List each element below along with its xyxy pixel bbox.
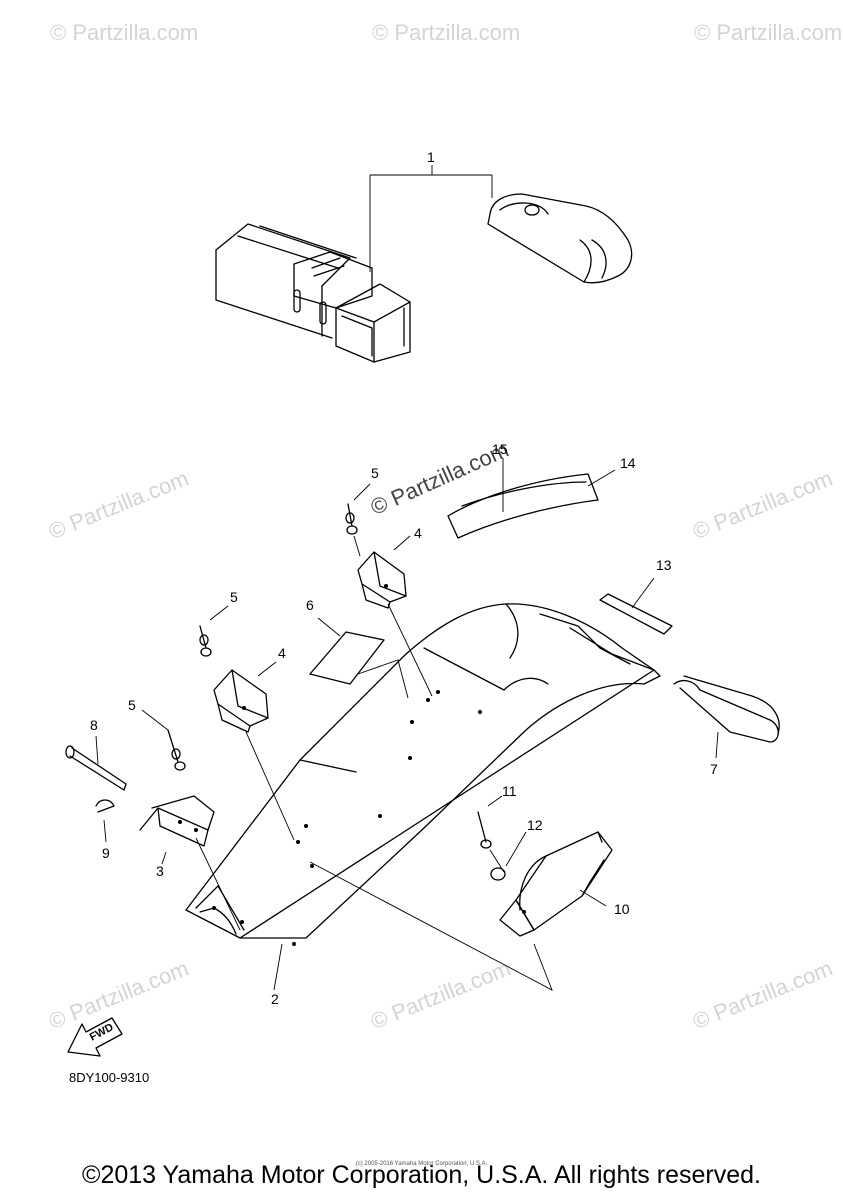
bolt-5-upper <box>345 483 371 557</box>
watermark: © Partzilla.com <box>372 20 521 45</box>
tool-bag-pouch <box>487 193 633 284</box>
callout-4: 4 <box>278 645 286 661</box>
callout-5: 5 <box>230 589 238 605</box>
callout-2: 2 <box>271 991 279 1007</box>
bracket-10 <box>499 831 613 937</box>
callout-6: 6 <box>306 597 314 613</box>
callout-10: 10 <box>614 901 630 917</box>
leader-part-1 <box>369 165 493 272</box>
copyright-notice: ©2013 Yamaha Motor Corporation, U.S.A. A… <box>82 1161 761 1189</box>
sticker-6 <box>309 617 409 699</box>
bolt-5-lower <box>141 709 186 771</box>
bolt-5-middle <box>199 605 229 657</box>
tiny-copyright: (c) 2005-2016 Yamaha Motor Corporation, … <box>355 1161 488 1167</box>
pin-8 <box>65 735 127 791</box>
callout-8: 8 <box>90 717 98 733</box>
callout-14: 14 <box>620 455 636 471</box>
callout-1: 1 <box>427 149 435 165</box>
callout-11: 11 <box>502 783 517 799</box>
callout-9: 9 <box>102 845 110 861</box>
callout-5: 5 <box>371 465 379 481</box>
callout-15: 15 <box>492 441 508 457</box>
watermark: © Partzilla.com <box>694 20 843 45</box>
watermark: © Partzilla.com <box>50 20 199 45</box>
handle-7 <box>673 675 780 759</box>
clip-9 <box>95 799 115 843</box>
screw-11 <box>477 795 505 873</box>
bracket-3 <box>139 795 241 931</box>
bracket-4-upper <box>357 535 433 697</box>
mud-flap-14 <box>447 458 616 539</box>
callout-5: 5 <box>128 697 136 713</box>
leader-triangle <box>309 861 553 991</box>
fwd-arrow-icon: FWD <box>67 1017 123 1057</box>
callout-13: 13 <box>656 557 672 573</box>
pad-13 <box>599 577 673 635</box>
collar-12 <box>490 831 527 881</box>
tool-bag-box <box>215 223 411 363</box>
callout-12: 12 <box>527 817 543 833</box>
callout-4: 4 <box>414 525 422 541</box>
diagram-part-code: 8DY100-9310 <box>69 1070 150 1085</box>
rear-fender <box>185 603 661 991</box>
callout-7: 7 <box>710 761 718 777</box>
callout-3: 3 <box>156 863 164 879</box>
bracket-4-lower <box>213 661 295 841</box>
